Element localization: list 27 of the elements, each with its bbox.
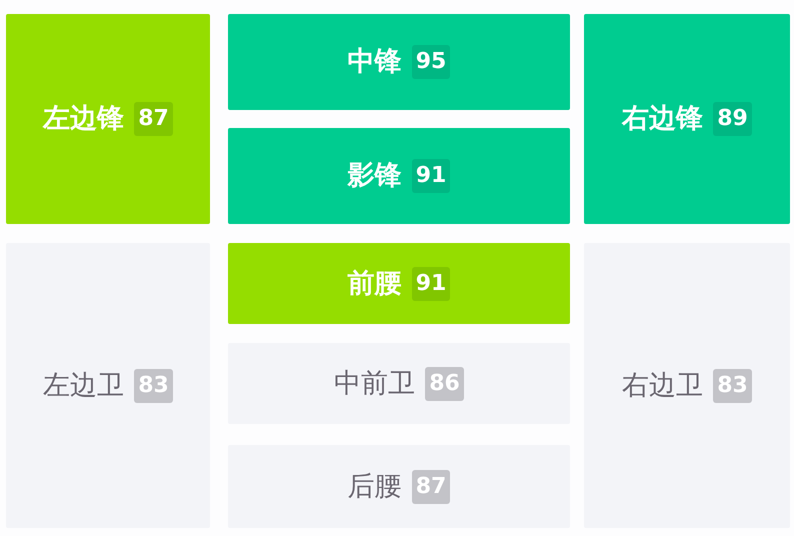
rating-score: 91 — [412, 159, 450, 193]
position-name: 左边卫 — [43, 368, 124, 402]
position-tile — [228, 445, 570, 528]
position-tile — [228, 343, 570, 424]
position-name: 右边锋 — [622, 102, 704, 136]
position-tile — [6, 243, 210, 528]
position-name: 后腰 — [348, 470, 402, 504]
position-name: 中前卫 — [334, 366, 416, 400]
position-tile — [584, 14, 790, 224]
position-tile — [228, 128, 570, 224]
rating-score: 86 — [425, 366, 464, 400]
position-name: 前腰 — [348, 266, 402, 300]
position-name: 右边卫 — [622, 368, 704, 402]
position-tile — [584, 243, 790, 528]
rating-score: 95 — [412, 45, 450, 79]
position-tile — [228, 243, 570, 324]
rating-score: 89 — [713, 102, 752, 136]
rating-score: 83 — [134, 368, 173, 402]
rating-score: 87 — [134, 102, 173, 136]
rating-score: 87 — [412, 470, 450, 504]
position-tile — [228, 14, 570, 110]
rating-score: 91 — [412, 266, 450, 300]
position-tile — [6, 14, 210, 224]
rating-score: 83 — [713, 368, 752, 402]
position-name: 中锋 — [348, 45, 402, 79]
position-name: 左边锋 — [43, 102, 124, 136]
position-name: 影锋 — [348, 159, 402, 193]
